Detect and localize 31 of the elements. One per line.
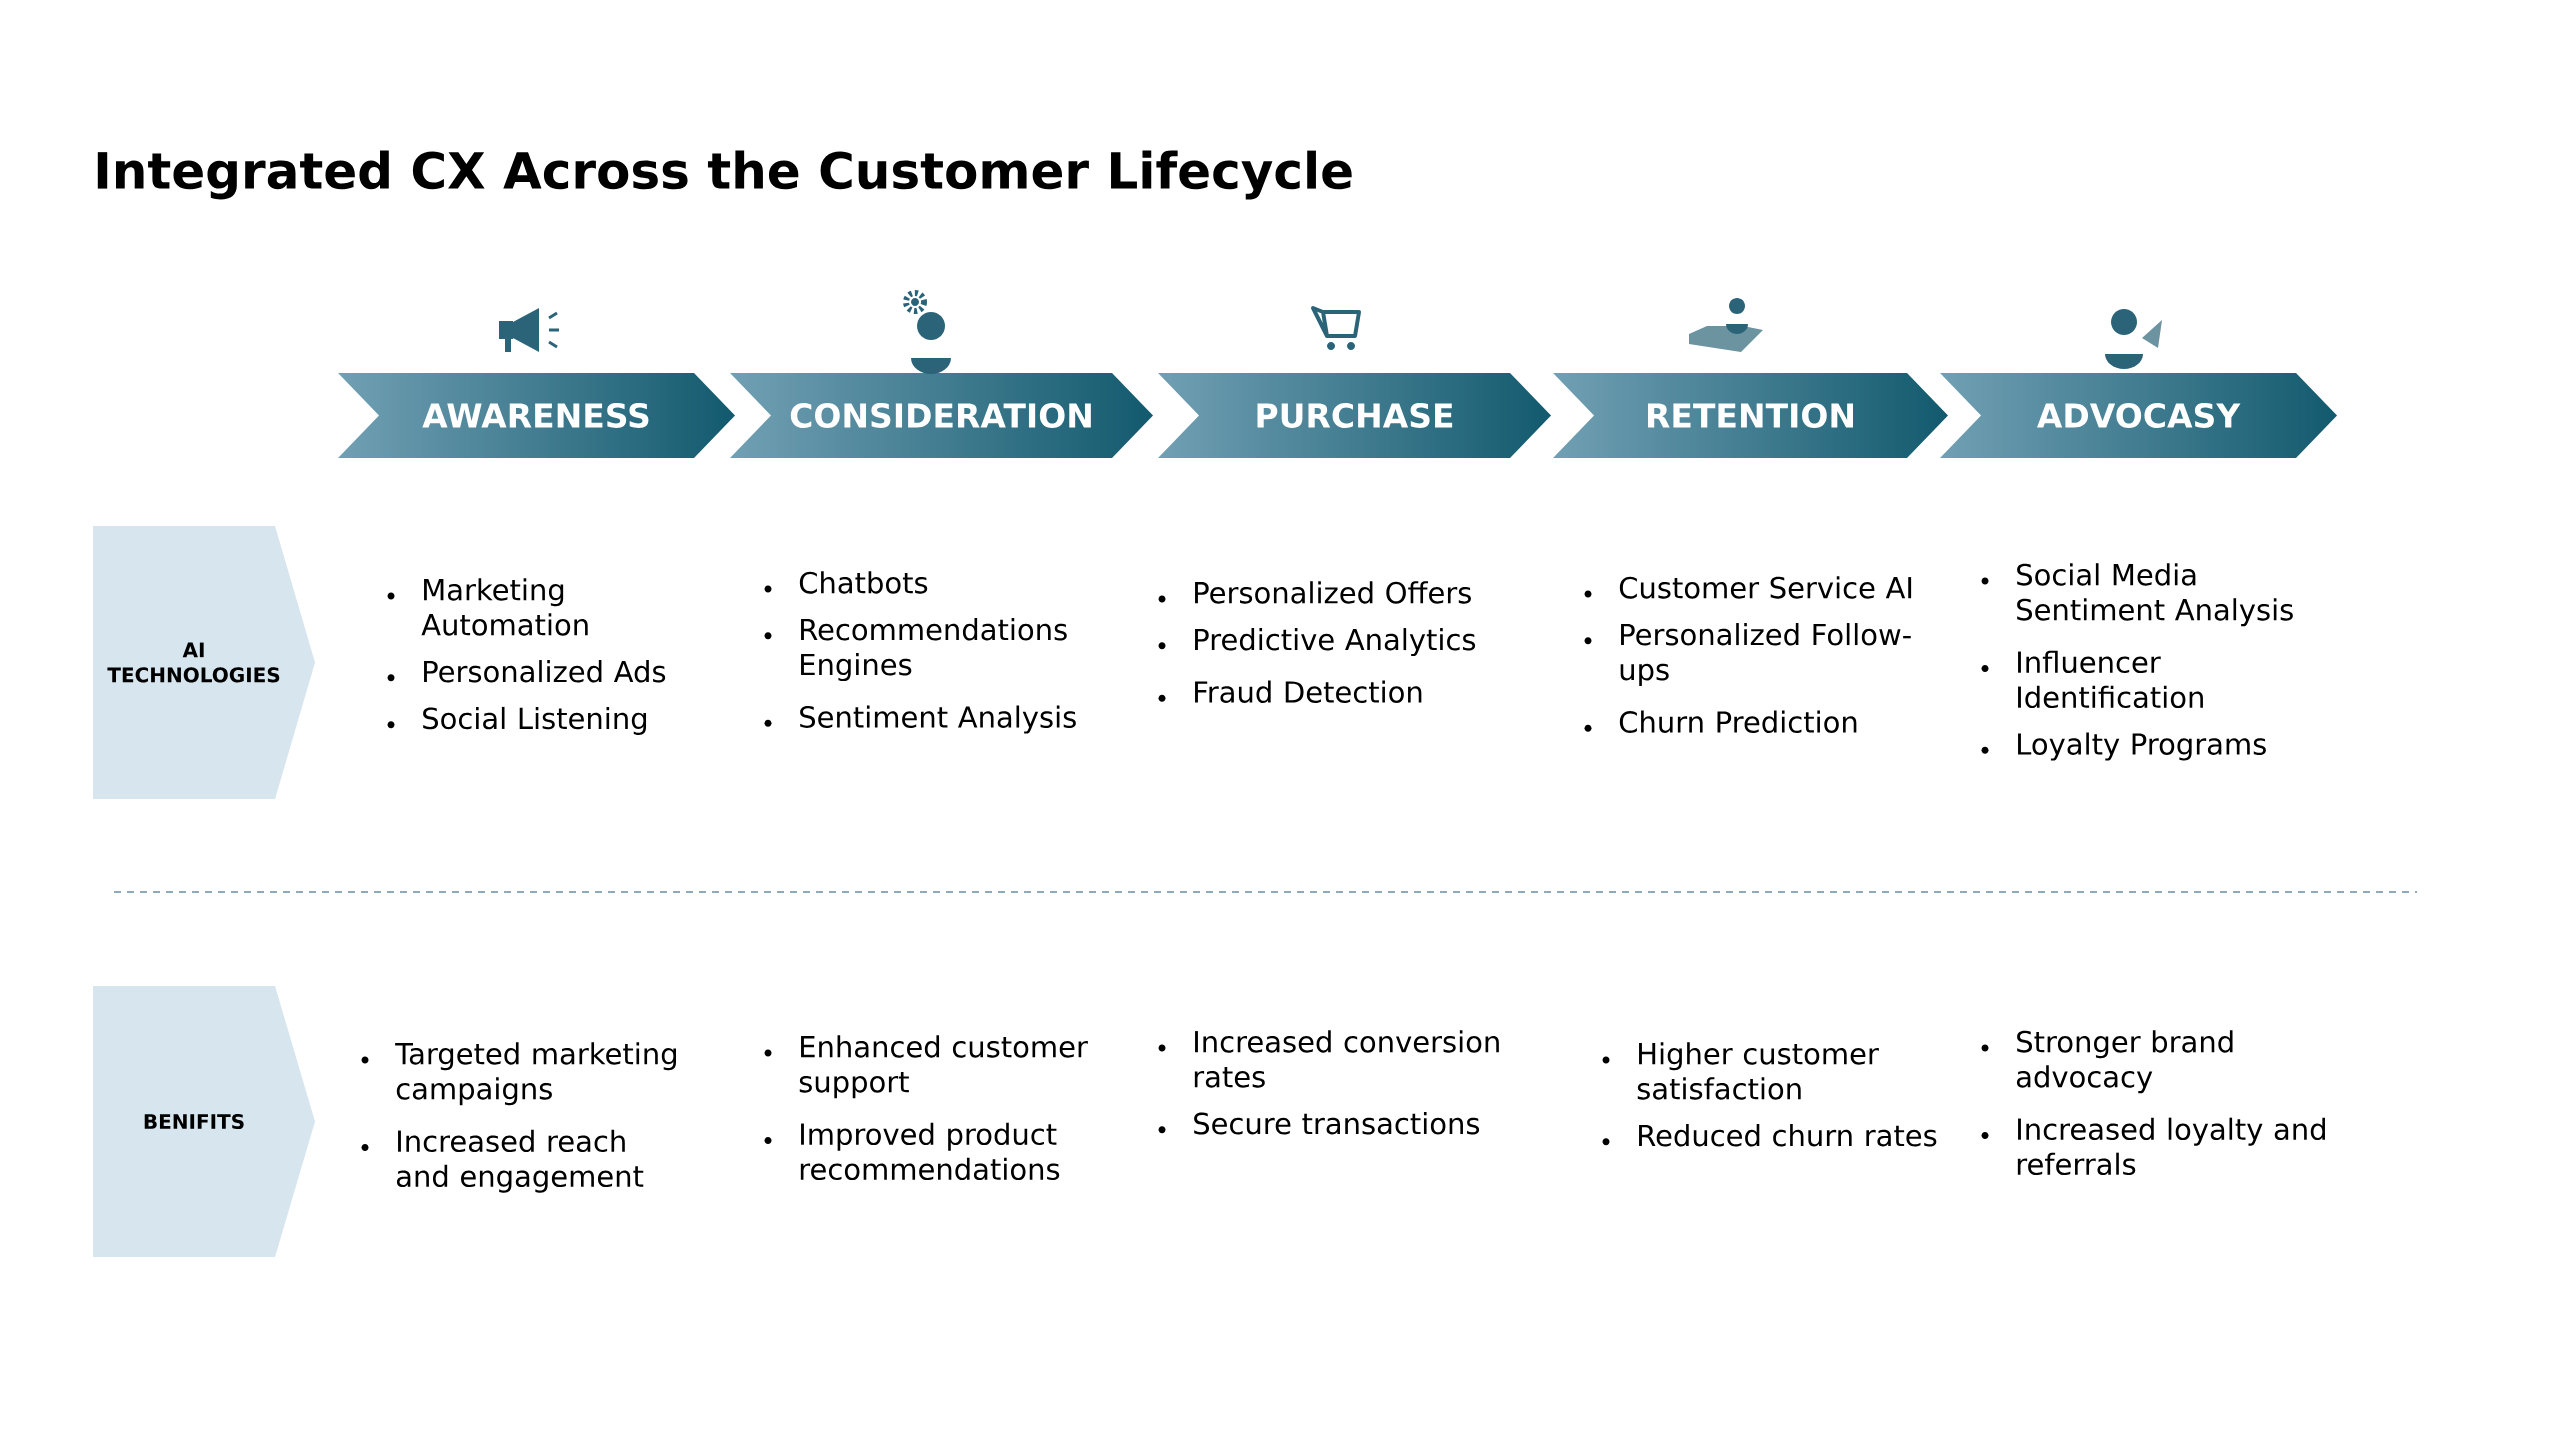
bullet-item: Influencer Identification <box>1981 650 2203 709</box>
bullet-item: Improved product recommendations <box>764 1122 1060 1181</box>
bullet-item: Fraud Detection <box>1158 680 1422 703</box>
title: Integrated CX Across the Customer Lifecycle <box>97 150 1352 200</box>
bullet-item: Predictive Analytics <box>1158 628 1476 657</box>
bullet-item: Marketing Automation <box>387 578 588 636</box>
bullet-item: Social Listening <box>387 706 646 735</box>
bullet-item: Reduced churn rates <box>1602 1124 1937 1147</box>
bullet-item: Stronger brand advocacy <box>1981 1030 2233 1094</box>
bullet-item: Increased loyalty and referrals <box>1981 1117 2325 1176</box>
chevron-arrow: AWARENESS <box>422 403 649 428</box>
bullet-item: Enhanced customer support <box>764 1035 1088 1099</box>
bullet-item: Higher customer satisfaction <box>1602 1042 1879 1100</box>
bullet-item: Churn Prediction <box>1584 710 1857 733</box>
bullet-item: Personalized Ads <box>387 660 666 683</box>
bullet-item: Personalized Offers <box>1158 581 1471 604</box>
chevron-arrow: CONSIDERATION <box>790 403 1091 428</box>
bullet-item: Social Media Sentiment Analysis <box>1981 563 2293 627</box>
bullet-item: Sentiment Analysis <box>764 705 1076 734</box>
bullet-item: Targeted marketing campaigns <box>361 1042 676 1106</box>
bullet-item: Customer Service AI <box>1584 576 1912 599</box>
chevron-arrow: ADVOCASY <box>2037 403 2241 428</box>
bullet-item: Increased conversion rates <box>1158 1030 1499 1088</box>
chevron-arrow: PURCHASE <box>1257 403 1453 428</box>
bullet-item: Loyalty Programs <box>1981 732 2266 761</box>
bullet-item: Secure transactions <box>1158 1112 1480 1135</box>
chevron-arrow: RETENTION <box>1648 403 1853 428</box>
bullet-item: Recommendations Engines <box>764 618 1067 682</box>
bullet-item: Increased reach and engagement <box>361 1129 644 1193</box>
bullet-item: Chatbots <box>764 571 928 594</box>
bullet-item: Personalized Follow-ups <box>1584 623 1911 687</box>
